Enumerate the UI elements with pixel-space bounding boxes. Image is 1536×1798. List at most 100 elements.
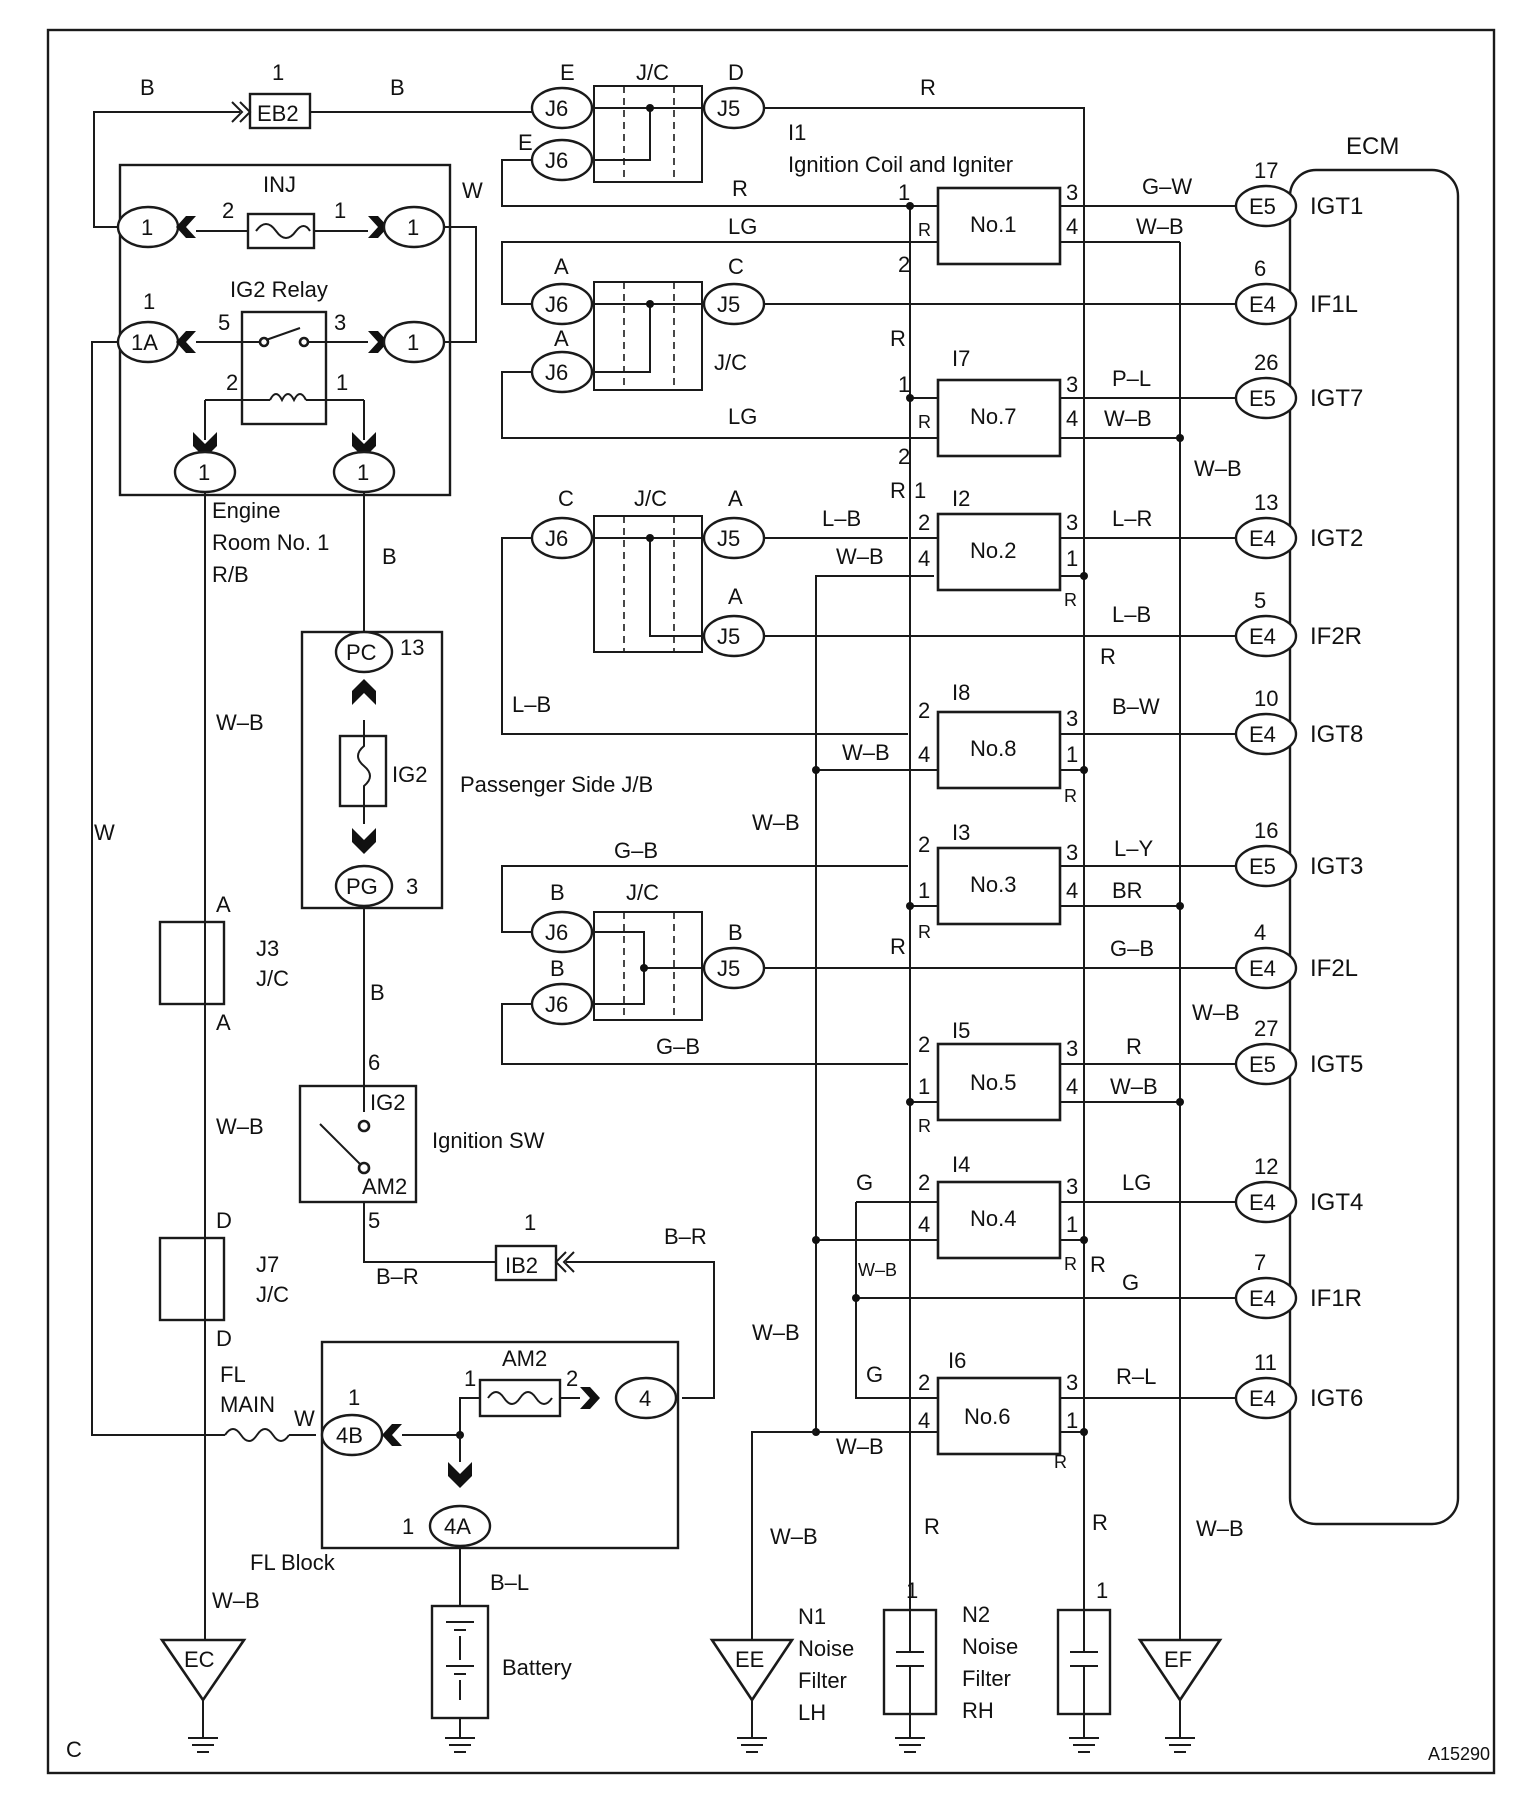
jc2-letter-a-bottom: A <box>554 326 569 351</box>
ecm-pin-name-if2r: IF2R <box>1310 623 1362 650</box>
wire-r-n1: R <box>924 1514 940 1539</box>
figure-id: A15290 <box>1428 1744 1490 1764</box>
fl-main-fusible-link <box>224 1428 290 1442</box>
coil1-wire-gw: G–W <box>1142 174 1192 199</box>
j3-junction-box <box>158 920 226 1006</box>
wire-wb-ee: W–B <box>770 1524 818 1549</box>
ig2-fuse-label: IG2 <box>392 762 427 787</box>
jc4-letter-b-right: B <box>728 920 743 945</box>
coil8-wire-wb: W–B <box>842 740 890 765</box>
ig2-relay-box <box>240 310 328 426</box>
coil5-pin-2: 2 <box>918 1032 930 1057</box>
coil-no6 <box>936 1376 1062 1456</box>
n1-line-3: Filter <box>798 1668 847 1693</box>
ecm-pin-number-if1r: 7 <box>1254 1250 1266 1275</box>
jc4-j6-top-label: J6 <box>545 920 568 945</box>
coil8-pin-4: 4 <box>918 742 930 767</box>
ecm-pin-number-if1l: 6 <box>1254 256 1266 281</box>
coil4-wire-lg: LG <box>1122 1170 1151 1195</box>
jc2-letter-a-top: A <box>554 254 569 279</box>
coil7-wire-pl: P–L <box>1112 366 1151 391</box>
jc4-j5-label: J5 <box>717 956 740 981</box>
ground-ec <box>159 1638 247 1703</box>
j3-top-letter: A <box>216 892 231 917</box>
ecm-pin-number-if2r: 5 <box>1254 588 1266 613</box>
er-1a-pin: 1 <box>143 289 155 314</box>
wire-wb-ef: W–B <box>1196 1516 1244 1541</box>
ecm-conn-igt8 <box>1234 712 1298 756</box>
fl-main-label-1: FL <box>220 1362 246 1387</box>
coil4-pin-2: 2 <box>918 1170 930 1195</box>
ground-ef <box>1137 1638 1223 1703</box>
coil2-r-label: R <box>890 478 906 503</box>
engine-room-name-3: R/B <box>212 562 249 587</box>
jc2-j6-top-label: J6 <box>545 292 568 317</box>
coil-no4 <box>936 1180 1062 1260</box>
coil8-pin-3: 3 <box>1066 706 1078 731</box>
battery-cells-icon <box>446 1621 474 1700</box>
coil2-wire-lb: L–B <box>1112 602 1151 627</box>
wire-b-eb2: B <box>390 75 405 100</box>
jc3-j5-top-label: J5 <box>717 526 740 551</box>
coil5-name: No.5 <box>970 1070 1016 1095</box>
ignsw-pin-5: 5 <box>368 1208 380 1233</box>
n2-pin: 1 <box>1096 1578 1108 1603</box>
ecm-conn-label-igt2: E4 <box>1249 526 1276 551</box>
jc2-j6-top <box>530 282 594 326</box>
ecm-conn-label-igt1: E5 <box>1249 194 1276 219</box>
jc2-j6-bottom-label: J6 <box>545 360 568 385</box>
ecm-conn-if1r <box>1234 1276 1298 1320</box>
n2-line-4: RH <box>962 1698 994 1723</box>
ecm-pin-number-igt5: 27 <box>1254 1016 1278 1041</box>
coil6-wire-rl: R–L <box>1116 1364 1156 1389</box>
fl-conn-4 <box>614 1376 678 1420</box>
fl-main-label-2: MAIN <box>220 1392 275 1417</box>
jc2-box <box>593 281 703 391</box>
coil4-wire-g: G <box>856 1170 873 1195</box>
wire-w-left: W <box>94 820 115 845</box>
coil4-wire-wb: W–B <box>858 1260 897 1280</box>
coil7-pin-4: 4 <box>1066 406 1078 431</box>
j7-top-letter: D <box>216 1208 232 1233</box>
ib2-pin: 1 <box>524 1210 536 1235</box>
fl-am2-pin-1: 1 <box>464 1366 476 1391</box>
pc-label: PC <box>346 640 377 665</box>
coil6-wire-g: G <box>866 1362 883 1387</box>
relay-arrow-left <box>176 331 196 353</box>
jc1-j5-label: J5 <box>717 96 740 121</box>
wire-b-to-pc: B <box>382 544 397 569</box>
battery-label: Battery <box>502 1655 572 1680</box>
coil4-r: R <box>1064 1254 1077 1274</box>
wire-r-jc1: R <box>732 176 748 201</box>
fl-block-label: FL Block <box>250 1550 336 1575</box>
ecm-conn-if2r <box>1234 614 1298 658</box>
wire-wb-bus-left: W–B <box>752 810 800 835</box>
wire-lg-top: LG <box>728 214 757 239</box>
coil8-wire-bw: B–W <box>1112 694 1160 719</box>
coil2-wire-lr: L–R <box>1112 506 1152 531</box>
ecm-pin-name-igt6: IGT6 <box>1310 1385 1363 1412</box>
coil6-pin-2: 2 <box>918 1370 930 1395</box>
ground-ee-label: EE <box>735 1647 764 1672</box>
ecm-pin-number-igt8: 10 <box>1254 686 1278 711</box>
j7-sub: J/C <box>256 1282 289 1307</box>
coil6-id: I6 <box>948 1348 966 1373</box>
jc1-box <box>593 85 703 183</box>
er-arrow-right <box>368 216 388 238</box>
coil5-pin-3: 3 <box>1066 1036 1078 1061</box>
ecm-pin-name-igt8: IGT8 <box>1310 721 1363 748</box>
n2-line-3: Filter <box>962 1666 1011 1691</box>
coil8-pin-1: 1 <box>1066 742 1078 767</box>
fl-am2-pin-2: 2 <box>566 1366 578 1391</box>
j3-bottom-letter: A <box>216 1010 231 1035</box>
ecm-pin-name-if2l: IF2L <box>1310 955 1358 982</box>
coil5-wire-wb: W–B <box>1110 1074 1158 1099</box>
coil1-pin-4: 4 <box>1066 214 1078 239</box>
ignition-switch-box <box>298 1084 418 1204</box>
jc2-label: J/C <box>714 350 747 375</box>
ecm-conn-if2l <box>1234 946 1298 990</box>
ecm-conn-label-igt8: E4 <box>1249 722 1276 747</box>
coil7-pin-2: 2 <box>898 444 910 469</box>
ground-ef-symbol <box>1165 1700 1195 1753</box>
